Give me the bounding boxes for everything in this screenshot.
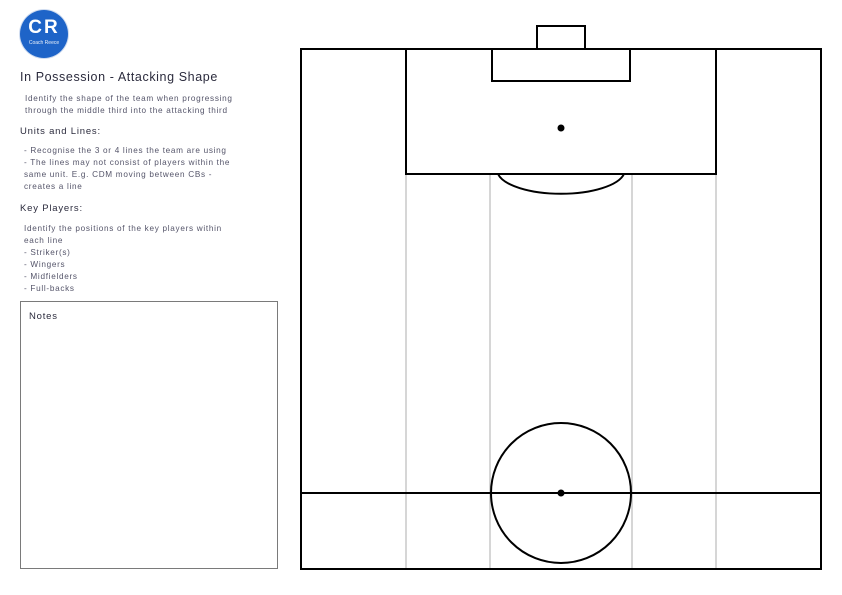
penalty-arc: [497, 173, 625, 195]
notes-box[interactable]: Notes: [20, 301, 278, 569]
penalty-box: [405, 48, 717, 175]
coach-logo: CR Coach Reece: [20, 10, 68, 58]
key-players-body: Identify the positions of the key player…: [24, 224, 222, 293]
logo-subtitle: Coach Reece: [28, 40, 60, 46]
centre-spot: [557, 489, 565, 497]
intro-text: Identify the shape of the team when prog…: [25, 94, 233, 115]
channel-lines: [405, 174, 717, 569]
centre-circle: [490, 422, 632, 564]
six-yard-box: [491, 48, 631, 82]
page-title: In Possession - Attacking Shape: [20, 70, 218, 84]
key-players-heading: Key Players:: [20, 203, 83, 214]
logo-initials: CR: [28, 17, 60, 38]
notes-label: Notes: [29, 311, 58, 322]
goal: [536, 25, 586, 50]
penalty-spot: [557, 124, 565, 132]
units-body: - Recognise the 3 or 4 lines the team ar…: [24, 146, 231, 191]
units-heading: Units and Lines:: [20, 126, 101, 137]
